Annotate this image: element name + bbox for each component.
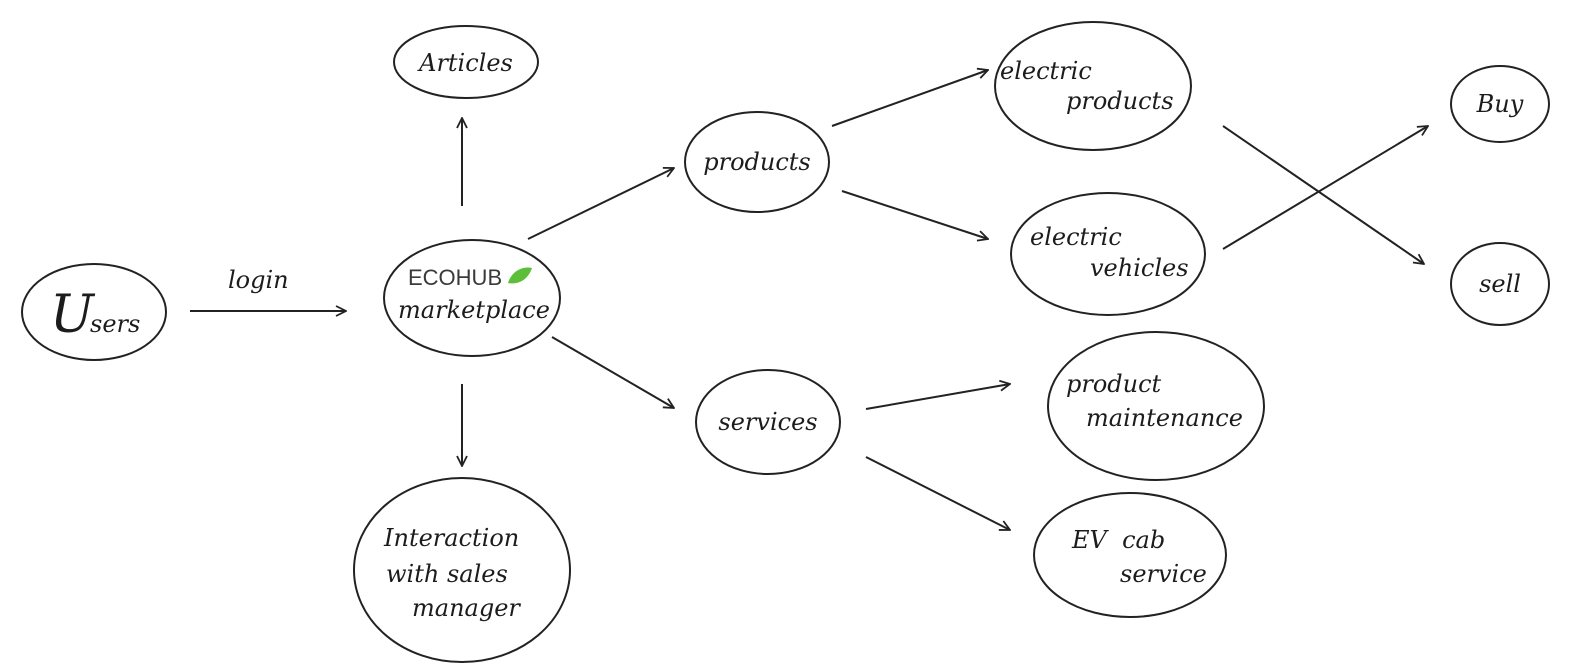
sell-label: sell [1479,270,1521,298]
users-label-initial: U [50,285,96,345]
node-buy: Buy [1450,65,1550,143]
ev-cab-line-2: service [1120,560,1207,588]
node-users: U sers [21,263,167,361]
edge-electric-products-to-sell [1222,125,1424,264]
buy-label: Buy [1476,90,1524,118]
ecohub-logo-text: ECOHUB [408,265,502,290]
node-ev-cab-service: EV cab service [1033,492,1227,618]
electric-products-line-2: products [1066,87,1174,115]
electric-vehicles-line-2: vehicles [1090,254,1189,282]
edge-products-to-electric-vehicles [841,190,988,239]
node-ecohub-marketplace: ECOHUB marketplace [383,239,561,357]
node-product-maintenance: product maintenance [1047,331,1265,481]
leaf-icon [508,267,532,284]
services-label: services [718,408,817,436]
product-maintenance-line-1: product [1066,370,1162,398]
ecohub-subtitle: marketplace [398,296,550,324]
edge-products-to-electric-products [831,70,988,127]
node-services: services [695,369,841,475]
products-label: products [703,148,811,176]
product-maintenance-line-2: maintenance [1086,404,1243,432]
edge-services-to-product-maintenance [865,384,1010,410]
interaction-line-1: Interaction [383,524,519,552]
node-interaction-sales-manager: Interaction with sales manager [353,477,571,663]
login-edge-label: login [228,266,289,294]
edge-ecohub-to-products [527,168,674,240]
node-electric-products: electric products [994,21,1192,151]
edge-ecohub-to-services [551,336,674,408]
electric-vehicles-line-1: electric [1030,223,1122,251]
node-articles: Articles [393,25,539,99]
interaction-line-3: manager [412,594,521,622]
node-electric-vehicles: electric vehicles [1010,192,1206,316]
interaction-line-2: with sales [386,560,508,588]
node-products: products [684,111,830,213]
users-label-rest: sers [90,310,140,338]
edge-electric-vehicles-to-buy [1222,126,1428,250]
ev-cab-line-1: EV cab [1071,526,1165,554]
edge-services-to-ev-cab [865,456,1010,530]
node-sell: sell [1450,242,1550,326]
electric-products-line-1: electric [1000,57,1092,85]
articles-label: Articles [417,49,513,77]
